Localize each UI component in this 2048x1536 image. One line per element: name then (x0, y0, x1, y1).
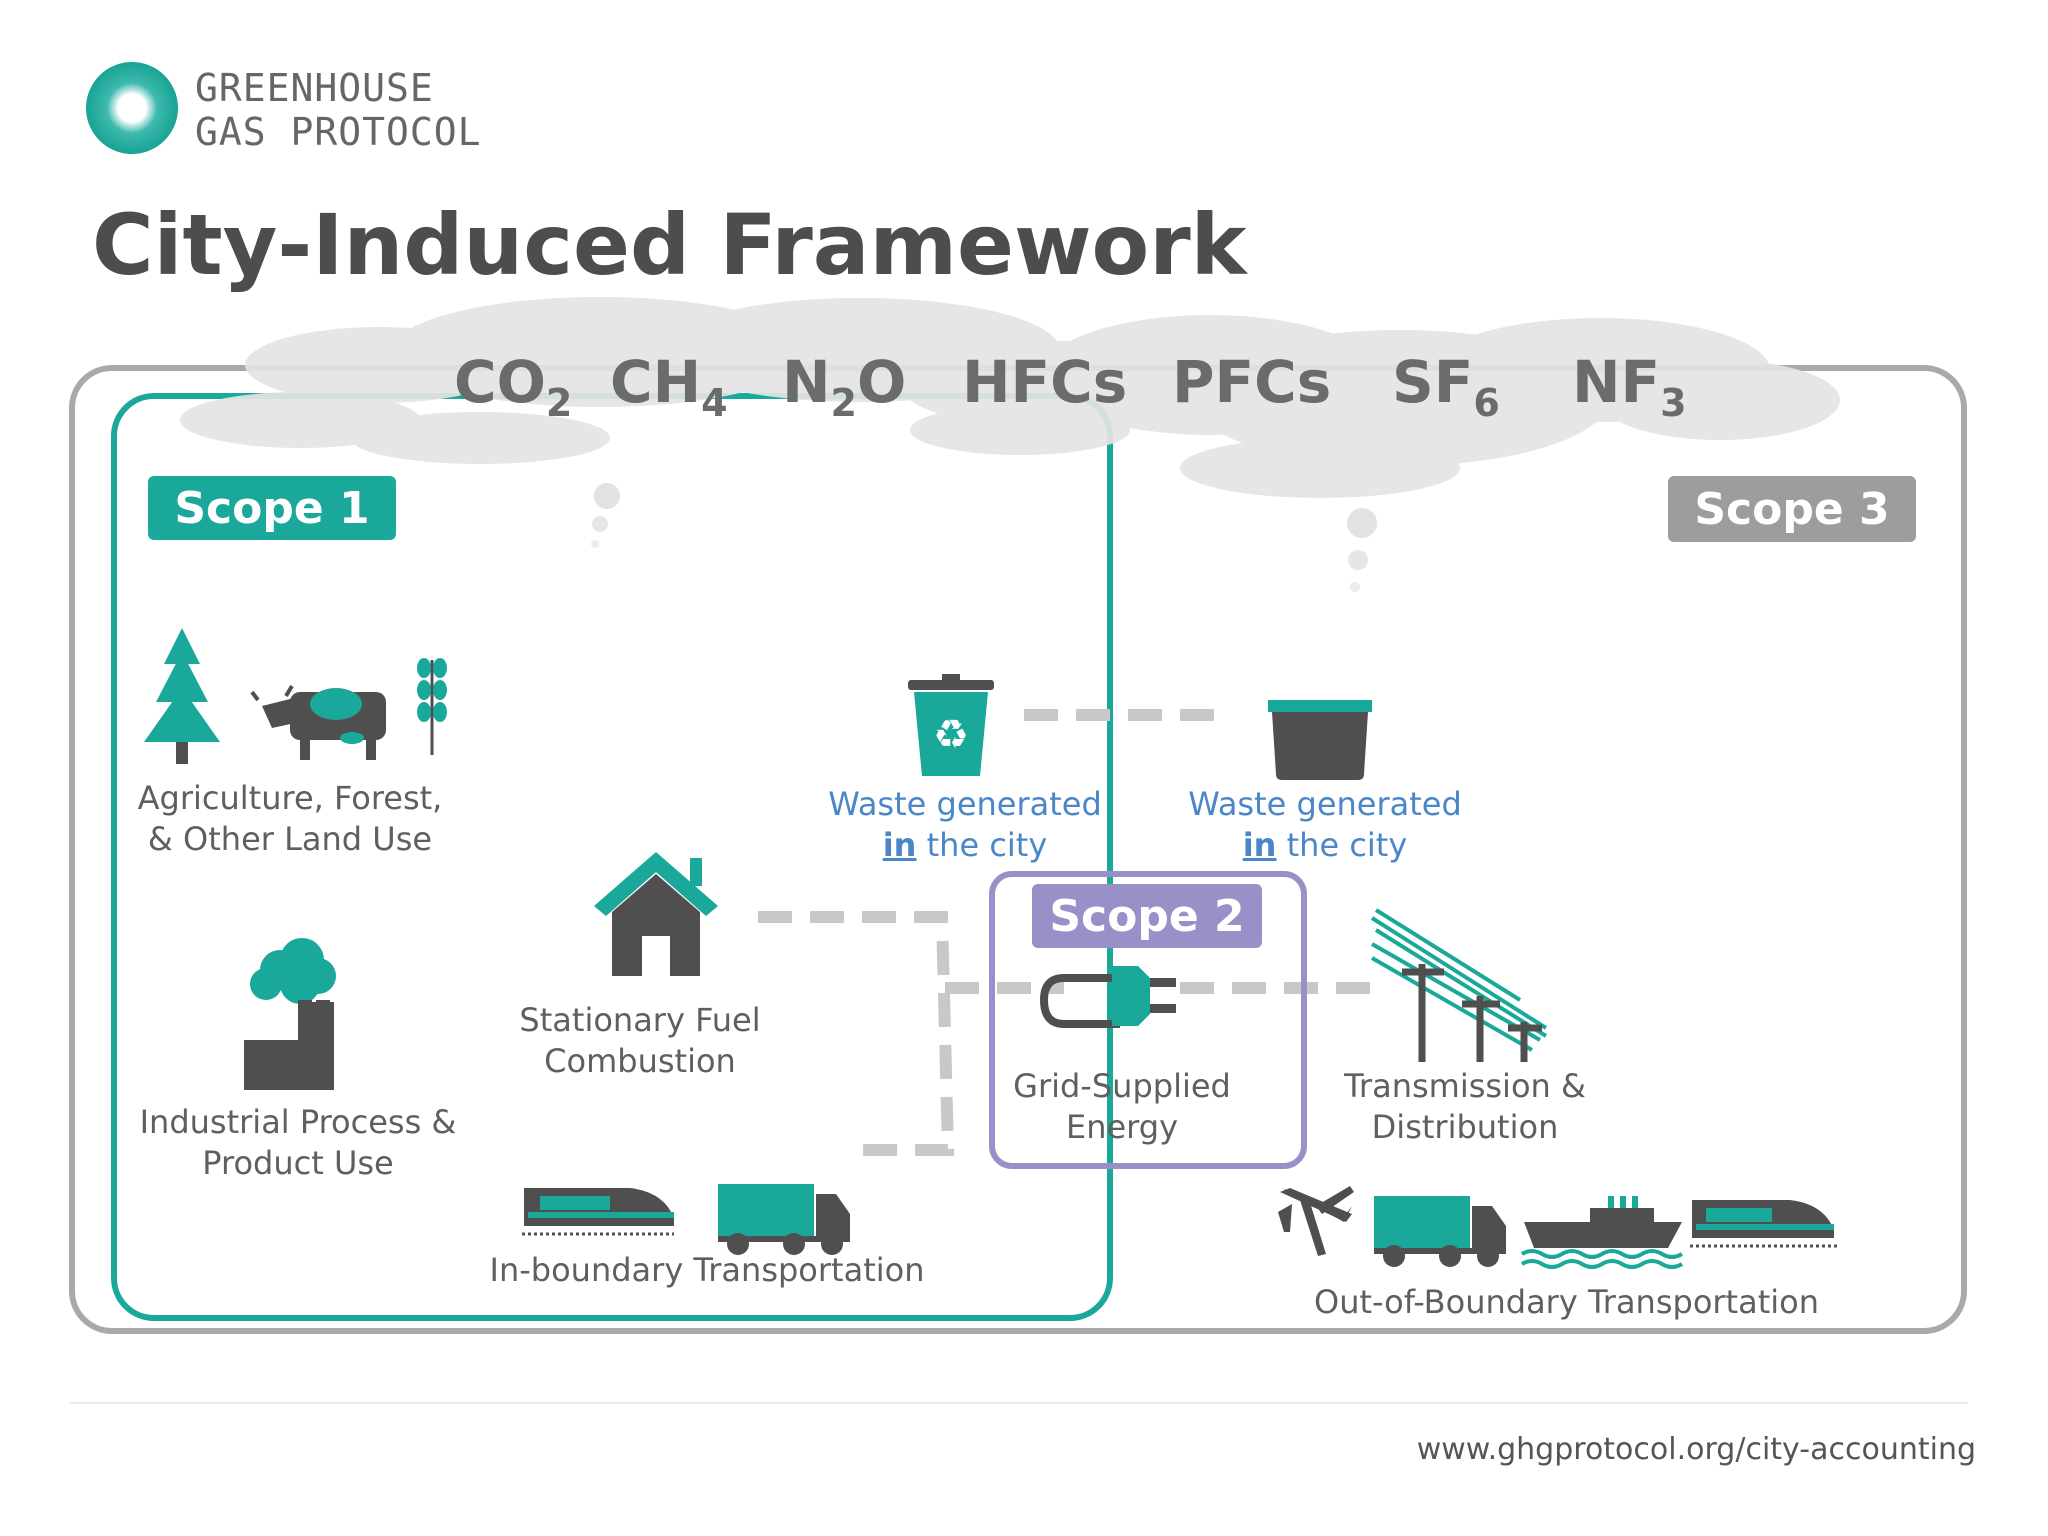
plane-icon (1278, 1186, 1354, 1256)
ship-icon (1520, 1196, 1684, 1269)
gas-after: O (857, 348, 907, 416)
house-icon (594, 852, 718, 976)
gas-sub: 2 (830, 381, 857, 425)
transmission-icon (1370, 908, 1548, 1062)
footer-divider (70, 1402, 1968, 1404)
cloud-dot (1348, 550, 1368, 570)
label-line: in the city (820, 825, 1110, 866)
cloud-dot (1347, 508, 1377, 538)
gas-sub: 2 (545, 381, 573, 425)
gas-base: CO (454, 348, 546, 416)
footer-url: www.ghgprotocol.org/city-accounting (1416, 1432, 1976, 1467)
cloud-dot (592, 516, 608, 532)
label-waste-in: Waste generated in the city (820, 784, 1110, 866)
label-rest: the city (916, 826, 1048, 864)
ghg-logo-icon (86, 62, 178, 154)
truck-icon-in (718, 1184, 850, 1255)
gas-sub: 4 (701, 381, 728, 425)
gas-base: HFCs (962, 348, 1128, 416)
dumpster-icon (1268, 700, 1372, 780)
label-line: Product Use (202, 1144, 394, 1182)
cloud-dot (591, 540, 599, 548)
train-icon-out (1690, 1200, 1838, 1248)
label-line: Grid-Supplied (1013, 1067, 1231, 1105)
truck-icon-out (1374, 1196, 1506, 1267)
label-line: Industrial Process & (139, 1103, 457, 1141)
gas-co2: CO2 (454, 348, 572, 422)
gas-sf6: SF6 (1392, 348, 1500, 422)
label-ippu: Industrial Process & Product Use (130, 1102, 466, 1184)
train-icon-in (522, 1188, 674, 1236)
label-td: Transmission & Distribution (1330, 1066, 1600, 1148)
page-title: City-Induced Framework (92, 196, 1247, 294)
label-grid: Grid-Supplied Energy (1000, 1066, 1244, 1148)
label-transport-in: In-boundary Transportation (489, 1251, 925, 1289)
label-line: & Other Land Use (147, 820, 433, 858)
scope2-boundary (989, 871, 1307, 1169)
scope1-badge: Scope 1 (148, 476, 396, 540)
gas-base: N (782, 348, 831, 416)
logo-line1: GREENHOUSE (195, 66, 434, 110)
svg-text:♻: ♻ (933, 712, 969, 758)
gas-base: SF (1392, 348, 1474, 416)
stationary-grid-connector (758, 911, 955, 1156)
emphasis-in: in (1242, 826, 1277, 864)
gas-pfcs: PFCs (1172, 348, 1331, 416)
wheat-icon (417, 658, 447, 755)
scope3-badge: Scope 3 (1668, 476, 1916, 542)
cloud-dot (1350, 582, 1360, 592)
plug-icon (1039, 966, 1176, 1028)
label-waste-out: Waste generated in the city (1180, 784, 1470, 866)
label-line: Waste generated (1188, 785, 1462, 823)
gas-base: CH (610, 348, 702, 416)
cow-icon (250, 684, 386, 760)
scope2-badge: Scope 2 (1032, 884, 1262, 948)
gas-nf3: NF3 (1572, 348, 1687, 422)
label-afolu: Agriculture, Forest, & Other Land Use (130, 778, 450, 860)
gas-hfcs: HFCs (962, 348, 1127, 416)
label-line: Energy (1065, 1108, 1179, 1146)
gas-base: PFCs (1172, 348, 1332, 416)
tree-icon (144, 628, 220, 764)
label-line: Distribution (1371, 1108, 1559, 1146)
gas-base: NF (1572, 348, 1661, 416)
label-line: in the city (1180, 825, 1470, 866)
logo-wordmark: GREENHOUSE GAS PROTOCOL (195, 66, 482, 154)
gas-sub: 6 (1473, 381, 1500, 425)
gas-sub: 3 (1660, 381, 1687, 425)
factory-icon (244, 938, 336, 1090)
label-line: Transmission & (1344, 1067, 1586, 1105)
emissions-cloud (180, 297, 1840, 498)
label-stationary: Stationary Fuel Combustion (500, 1000, 780, 1082)
label-line: Waste generated (828, 785, 1102, 823)
label-line: Stationary Fuel (519, 1001, 761, 1039)
logo-line2: GAS PROTOCOL (195, 110, 482, 154)
label-transport-out: Out-of-Boundary Transportation (1314, 1283, 1819, 1321)
label-rest: the city (1276, 826, 1408, 864)
gas-ch4: CH4 (610, 348, 728, 422)
cloud-dot (594, 483, 620, 509)
emphasis-in: in (882, 826, 917, 864)
gas-n2o: N2O (782, 348, 907, 422)
label-line: Agriculture, Forest, (137, 779, 443, 817)
label-line: Combustion (544, 1042, 736, 1080)
recycling-bin-icon: ♻ (908, 674, 994, 776)
